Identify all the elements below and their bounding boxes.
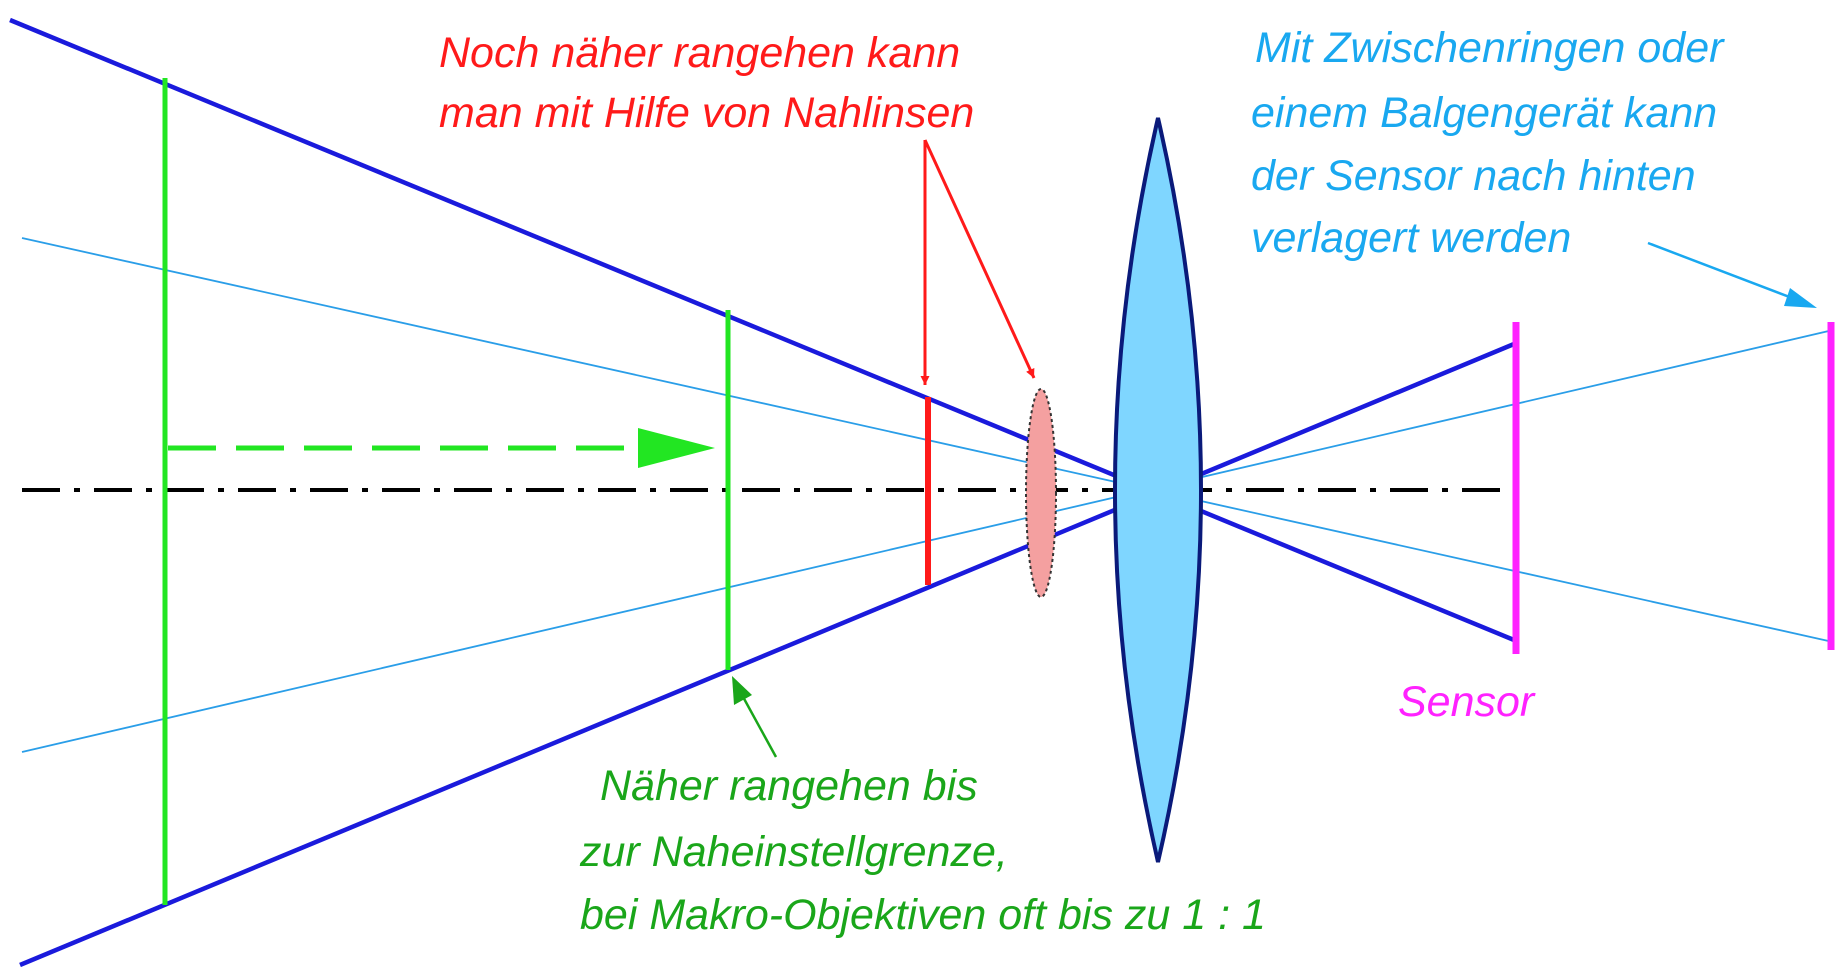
- annotation-arrow-near-object-shaft: [740, 694, 778, 758]
- main-ray-top: [9, 17, 1515, 643]
- label-extension-line1: Mit Zwischenringen oder: [1255, 24, 1725, 72]
- annotation-arrow-extension-head: [1784, 288, 1817, 308]
- annotation-arrow-extension-shaft: [1647, 241, 1801, 303]
- label-close-up-lenses: Noch näher rangehen kann man mit Hilfe v…: [439, 29, 974, 137]
- close-up-lens: [1025, 388, 1057, 598]
- label-close-up-line2: man mit Hilfe von Nahlinsen: [439, 89, 974, 137]
- move-closer-arrowhead: [638, 428, 715, 468]
- annotation-arrow-close-up-lens: [923, 139, 1036, 379]
- label-extension-tubes: Mit Zwischenringen oder einem Balgengerä…: [1251, 24, 1725, 262]
- main-ray-bottom: [19, 341, 1515, 967]
- label-minimum-focus-line1: Näher rangehen bis: [600, 762, 978, 810]
- label-extension-line3: der Sensor nach hinten: [1251, 152, 1696, 200]
- label-sensor: Sensor: [1398, 678, 1536, 726]
- annotation-arrow-near-object-head: [732, 676, 752, 705]
- label-minimum-focus: Näher rangehen bis zur Naheinstellgrenze…: [579, 762, 1266, 939]
- label-minimum-focus-line2: zur Naheinstellgrenze,: [579, 828, 1008, 876]
- label-minimum-focus-line3: bei Makro-Objektiven oft bis zu 1 : 1: [580, 891, 1266, 939]
- label-extension-line4: verlagert werden: [1251, 214, 1571, 262]
- label-close-up-line1: Noch näher rangehen kann: [439, 29, 960, 77]
- label-extension-line2: einem Balgengerät kann: [1251, 89, 1717, 137]
- main-lens: [1113, 117, 1203, 863]
